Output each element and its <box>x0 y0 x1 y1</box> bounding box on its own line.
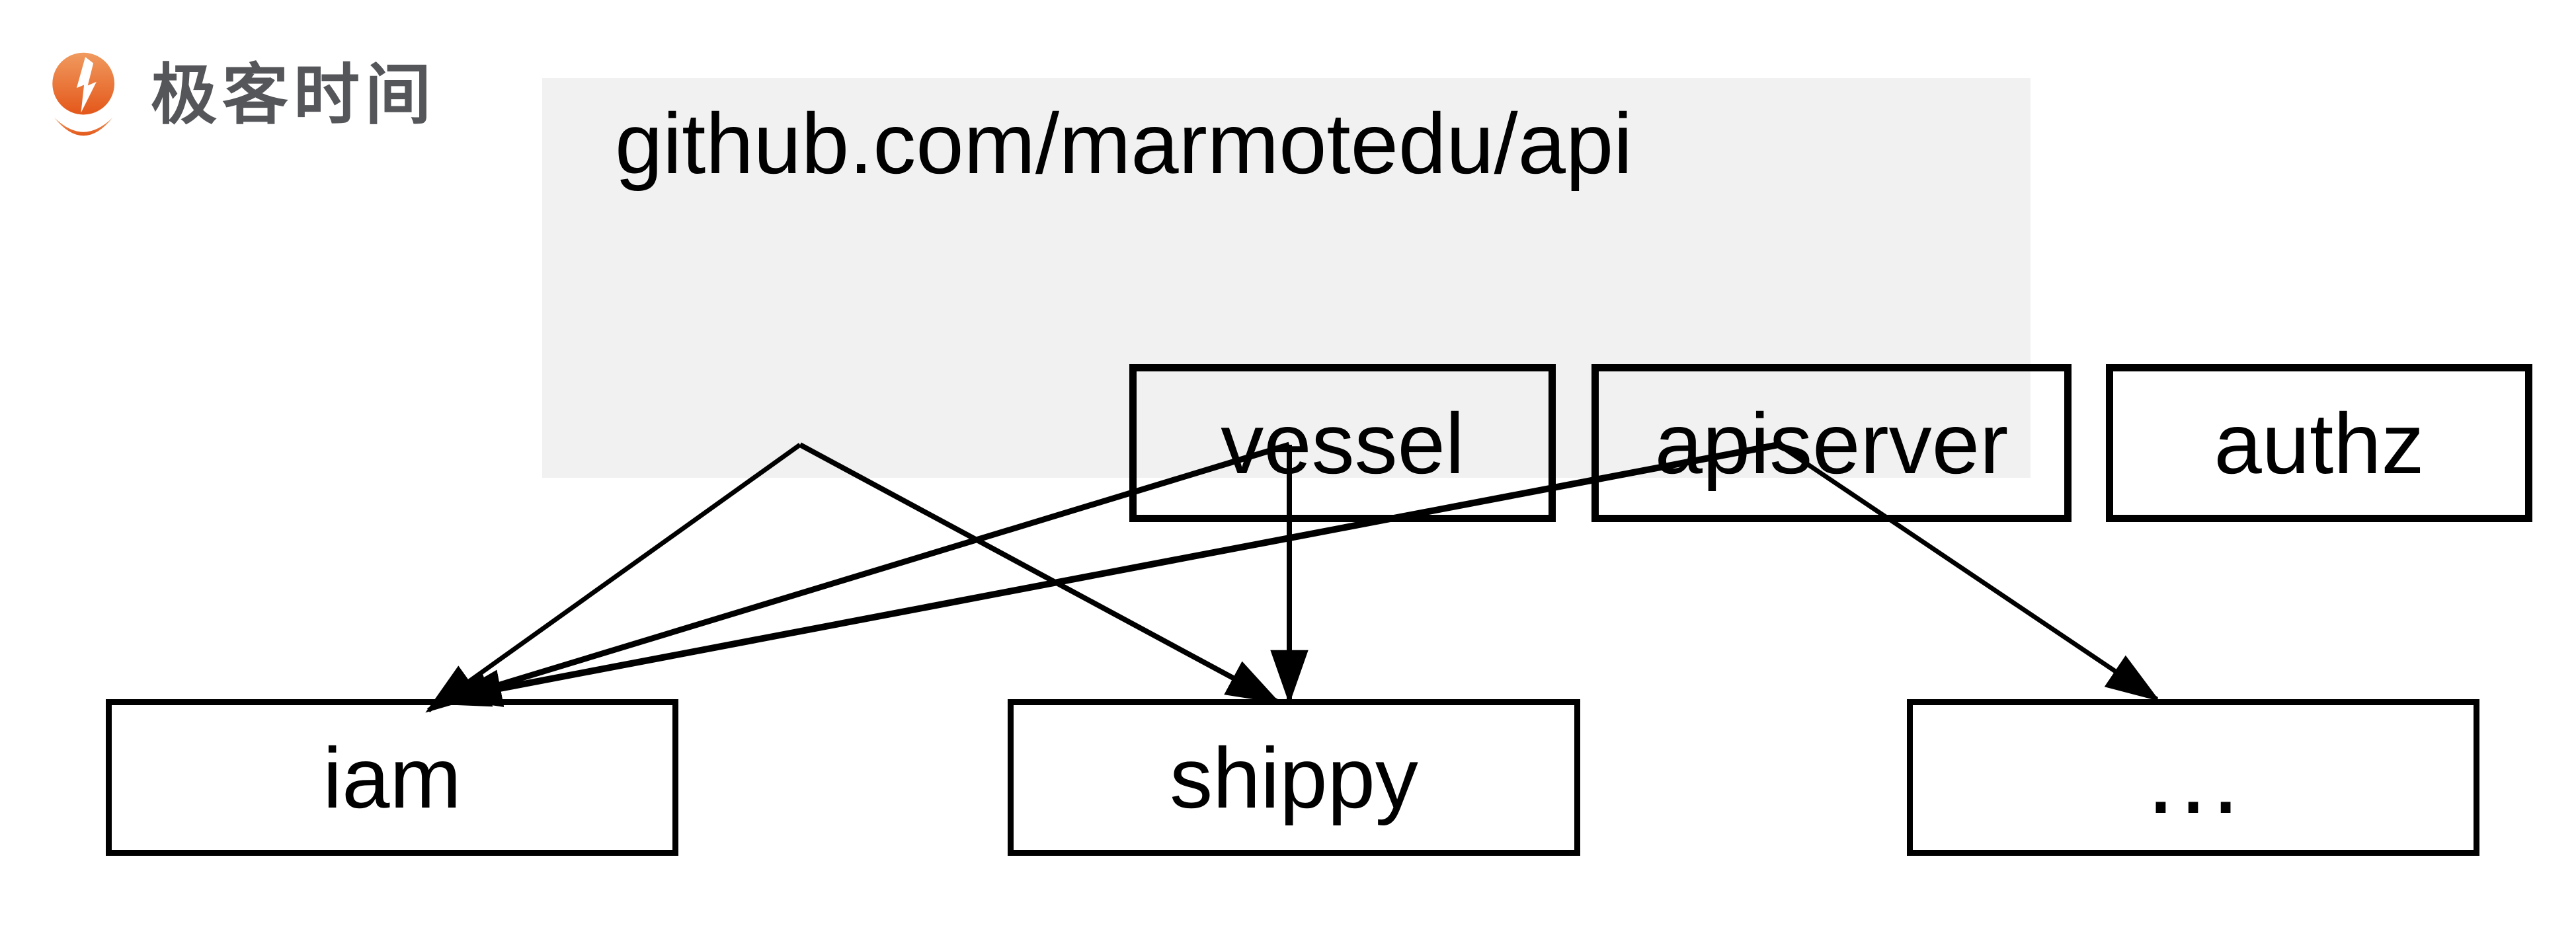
repo-panel: github.com/marmotedu/api vessel apiserve… <box>542 78 2532 522</box>
package-box-apiserver: apiserver <box>1591 364 2072 522</box>
geektime-logo-icon <box>52 52 115 136</box>
edge-authz-to-iam <box>447 441 1779 707</box>
repo-title: github.com/marmotedu/api <box>615 95 1633 192</box>
consumer-box-others: … <box>1907 699 2479 856</box>
consumer-label-others: … <box>2142 720 2245 835</box>
package-box-vessel: vessel <box>1129 364 1556 522</box>
package-label-apiserver: apiserver <box>1654 395 2009 492</box>
consumer-label-iam: iam <box>323 729 462 826</box>
package-label-authz: authz <box>2214 395 2425 492</box>
package-box-authz: authz <box>2106 364 2532 522</box>
geektime-logo: 极客时间 <box>46 50 436 149</box>
edge-vessel-to-iam <box>425 443 802 713</box>
consumer-box-iam: iam <box>106 699 678 856</box>
package-label-vessel: vessel <box>1221 395 1465 492</box>
geektime-logo-text: 极客时间 <box>151 58 436 132</box>
consumer-label-shippy: shippy <box>1170 729 1418 826</box>
consumer-box-shippy: shippy <box>1008 699 1580 856</box>
